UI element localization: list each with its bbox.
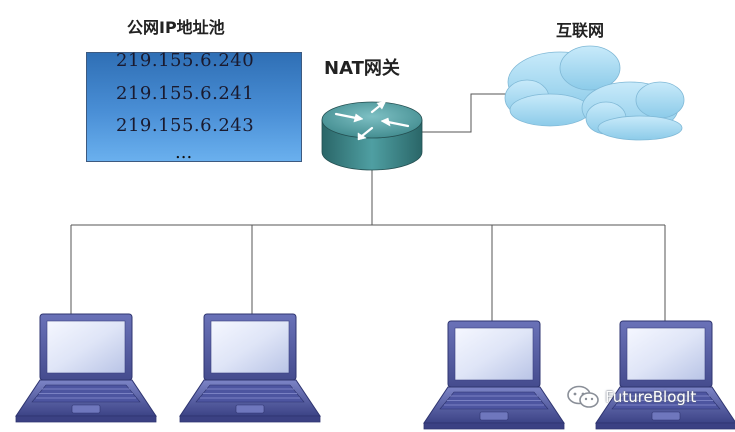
laptop-icon [15, 313, 157, 423]
nat-gateway-label: NAT网关 [324, 58, 400, 79]
ip-pool-address: 219.155.6.241 [116, 83, 255, 104]
cloud-icon [504, 45, 685, 141]
laptop-icon [179, 313, 321, 423]
internet-label: 互联网 [556, 21, 605, 40]
ip-pool-title: 公网IP地址池 [127, 18, 225, 37]
wechat-icon [567, 385, 599, 408]
ip-pool-address: 219.155.6.240 [116, 50, 255, 71]
watermark-text: FutureBlogIt [605, 388, 697, 406]
laptop-icon [595, 320, 735, 430]
connection-lines [70, 93, 666, 322]
laptops-group [15, 313, 735, 430]
laptop-icon [423, 320, 565, 430]
watermark: FutureBlogIt [566, 385, 696, 409]
ip-pool-address: 219.155.6.243 [116, 115, 255, 136]
router-icon [321, 100, 423, 171]
router-to-internet-link [421, 93, 506, 133]
ip-pool-box [86, 52, 302, 162]
ip-pool-ellipsis: ... [175, 142, 193, 163]
